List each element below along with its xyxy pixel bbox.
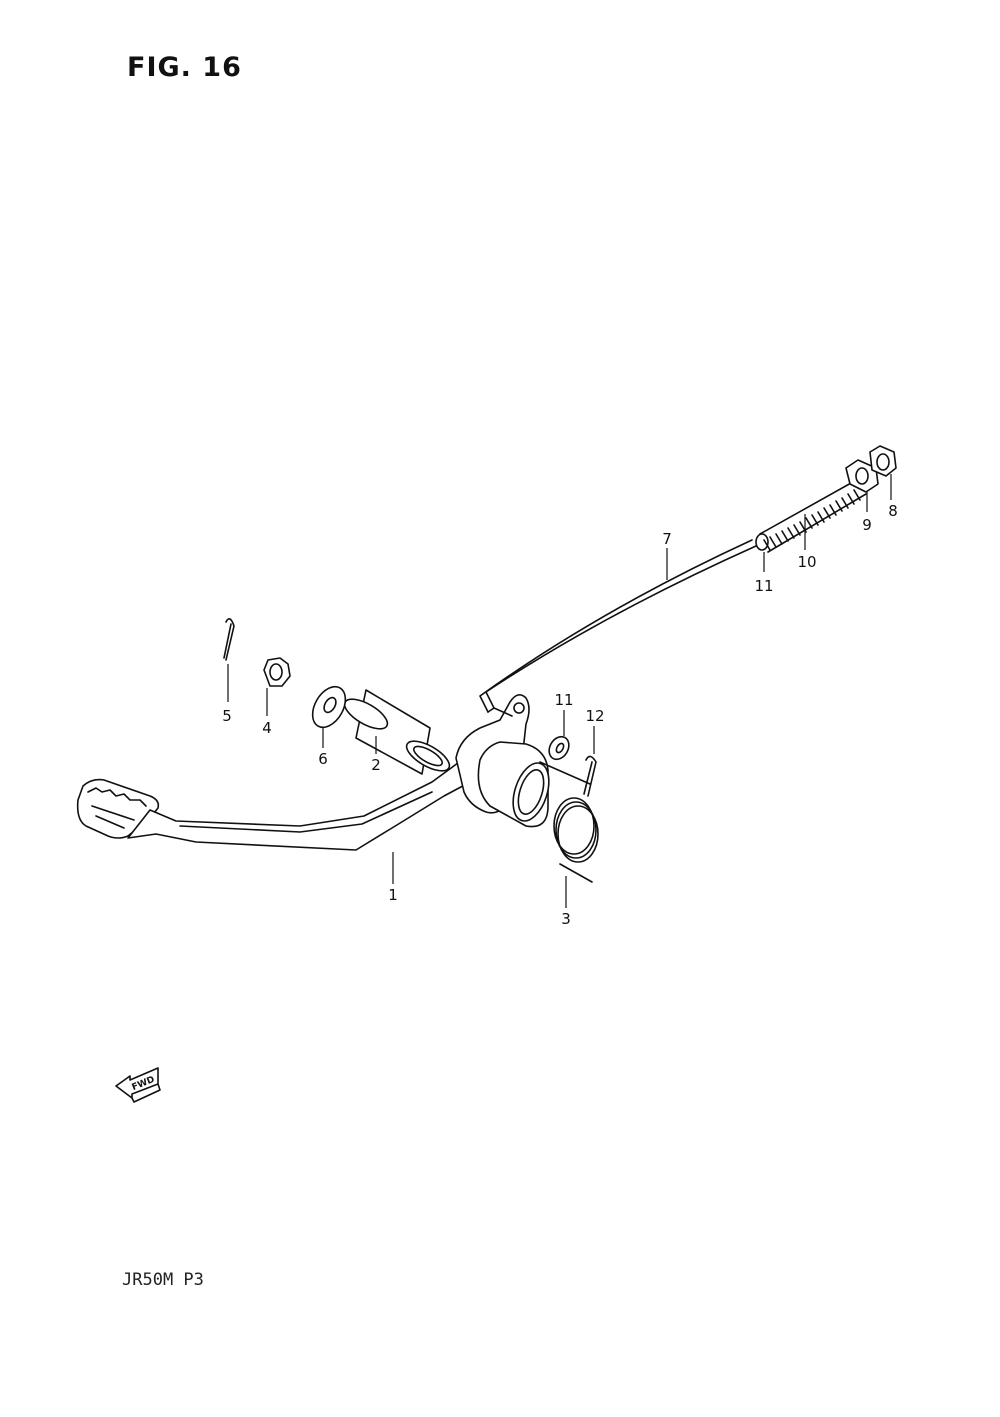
callout-12: 12 [585, 707, 604, 725]
part-washer-small-upper [755, 533, 769, 551]
part-return-spring [539, 761, 599, 883]
callout-4: 4 [262, 719, 272, 737]
fwd-arrow-icon: FWD [115, 1067, 161, 1103]
callout-3: 3 [561, 910, 571, 928]
part-washer-small-lower [548, 735, 570, 761]
callout-1: 1 [388, 886, 398, 904]
callout-10: 10 [797, 553, 816, 571]
part-rod-joint [845, 459, 879, 493]
callout-11-upper: 11 [754, 577, 773, 595]
part-washer-large [311, 685, 347, 729]
callout-labels: 1 2 3 4 5 6 7 8 9 10 11 11 12 [222, 502, 898, 928]
callout-6: 6 [318, 750, 328, 768]
model-page-code: JR50M P3 [122, 1270, 204, 1290]
part-nut [263, 657, 291, 687]
leader-lines [227, 474, 892, 908]
part-pivot-spacer [343, 689, 451, 775]
part-rod-spring [759, 477, 867, 553]
part-brake-pedal [76, 694, 550, 851]
part-brake-rod [479, 539, 757, 717]
callout-5: 5 [222, 707, 232, 725]
part-adjusting-nut [869, 445, 897, 477]
part-cotter-pin-right [583, 755, 597, 797]
callout-7: 7 [662, 530, 672, 548]
callout-8: 8 [888, 502, 898, 520]
callout-11-lower: 11 [554, 691, 573, 709]
part-cotter-pin-left [223, 618, 235, 661]
figure-title: FIG. 16 [127, 52, 242, 83]
callout-9: 9 [862, 516, 872, 534]
callout-2: 2 [371, 756, 381, 774]
